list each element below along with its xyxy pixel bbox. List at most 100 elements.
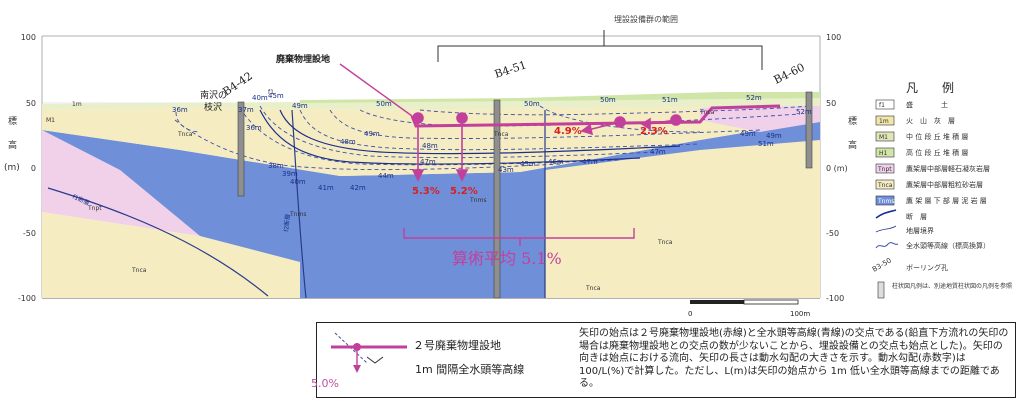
svg-text:47m: 47m — [582, 158, 598, 166]
note-legend-label-contour: 1m 間隔全水頭等高線 — [415, 363, 525, 376]
left-axis-ticks: 100 50 0 -50 -100 — [18, 33, 36, 303]
legend-swatch-h1 — [875, 147, 895, 158]
note-legend-graphic — [331, 332, 407, 373]
gradient-labels: 5.3% 5.2% 4.9% 2.3% — [412, 126, 668, 197]
facility-range-bracket — [437, 30, 763, 70]
layer-tnca-right — [545, 140, 820, 298]
gradient-label-4: 2.3% — [640, 126, 668, 137]
legend: 凡 例 f1 盛 土 1m 火 山 灰 層 M1 中 位 段 丘 堆 積 層 H… — [871, 81, 1012, 299]
right-axis-label: 標 高 — [848, 115, 857, 151]
svg-text:M1: M1 — [879, 134, 888, 141]
svg-text:標: 標 — [848, 115, 857, 127]
svg-text:50m: 50m — [524, 100, 540, 108]
site-leader-line — [339, 63, 413, 117]
scale-bar — [690, 299, 799, 305]
legend-swatch-tnca — [875, 179, 895, 190]
place-label-line1: 南沢の — [200, 89, 227, 101]
svg-text:Tnpt: Tnpt — [877, 166, 892, 173]
place-label-line2: 枝沢 — [204, 101, 222, 113]
right-axis-ticks: 100 50 0 (m) -50 -100 — [826, 33, 848, 303]
average-bracket — [403, 228, 635, 239]
svg-text:48m: 48m — [422, 142, 438, 150]
layer-fill-green — [300, 92, 820, 103]
right-tick-0: 0 (m) — [826, 164, 848, 173]
right-tick-100: 100 — [826, 33, 841, 42]
svg-text:地層境界: 地層境界 — [906, 226, 934, 235]
svg-text:Tnca: Tnca — [177, 131, 193, 138]
gradient-label-3: 4.9% — [554, 126, 582, 137]
svg-text:49m: 49m — [766, 132, 782, 140]
head-contours-solid — [259, 109, 681, 165]
svg-text:(m): (m) — [4, 163, 20, 173]
svg-text:f2断層: f2断層 — [282, 214, 292, 233]
svg-text:48m: 48m — [340, 138, 356, 146]
svg-text:51m: 51m — [662, 96, 678, 104]
legend-title: 凡 例 — [906, 81, 954, 95]
legend-swatch-tnms — [875, 195, 895, 206]
svg-text:47m: 47m — [650, 148, 666, 156]
svg-text:柱状図凡例は、別途地質柱状図の凡例を参照: 柱状図凡例は、別途地質柱状図の凡例を参照 — [892, 282, 1012, 290]
legend-swatch-1m — [875, 115, 895, 126]
svg-text:52m: 52m — [796, 108, 812, 116]
note-legend-label-site: ２号廃棄物埋設地 — [413, 339, 501, 352]
svg-text:鷹架層中部層粗粒砂岩層: 鷹架層中部層粗粒砂岩層 — [906, 180, 983, 189]
note-text: 矢印の始点は２号廃棄物埋設地(赤線)と全水頭等高線(青線)の交点である(鉛直下方… — [579, 328, 1009, 389]
legend-fault-symbol — [875, 209, 897, 219]
svg-text:38m: 38m — [268, 162, 284, 170]
left-tick-0: 0 — [31, 164, 36, 173]
svg-text:50m: 50m — [376, 100, 392, 108]
legend-swatch-f1 — [875, 99, 895, 110]
svg-text:37m: 37m — [238, 106, 254, 114]
svg-text:46m: 46m — [548, 158, 564, 166]
right-tick-neg50: -50 — [826, 229, 839, 238]
layer-tnpt-left — [42, 130, 200, 236]
legend-swatch-m1 — [875, 131, 895, 142]
left-tick-neg50: -50 — [23, 229, 36, 238]
svg-text:Tnca: Tnca — [131, 267, 147, 274]
borehole-b4-60 — [805, 91, 813, 169]
svg-text:1m: 1m — [72, 101, 82, 108]
svg-text:M1: M1 — [46, 117, 55, 124]
svg-text:断 層: 断 層 — [906, 212, 927, 221]
svg-text:ボーリング孔: ボーリング孔 — [906, 263, 948, 272]
svg-text:43m: 43m — [498, 166, 514, 174]
legend-borehole-icon: B3-50 — [871, 256, 893, 273]
svg-text:42m: 42m — [350, 184, 366, 192]
left-tick-neg100: -100 — [18, 294, 36, 303]
svg-text:51m: 51m — [758, 140, 774, 148]
svg-text:1m: 1m — [879, 118, 889, 125]
svg-text:Tnca: Tnca — [699, 109, 715, 116]
label-b4-51: B4-51 — [493, 58, 528, 80]
legend-boundary-symbol — [875, 225, 897, 233]
gradient-arrows — [411, 112, 682, 182]
svg-text:49m: 49m — [740, 130, 756, 138]
layer-tnpt-upper-right — [700, 104, 820, 132]
gradient-label-1: 5.3% — [412, 186, 440, 197]
svg-text:Tnca: Tnca — [585, 285, 601, 292]
borehole-b4-51 — [493, 99, 501, 299]
svg-text:36m: 36m — [246, 124, 262, 132]
svg-text:全水頭等高線（標高換算）: 全水頭等高線（標高換算） — [906, 241, 990, 250]
scale-bar-zero: 0 — [688, 310, 692, 318]
boreholes — [237, 91, 813, 299]
svg-text:45m: 45m — [520, 160, 536, 168]
explanation-box: ２号廃棄物埋設地 1m 間隔全水頭等高線 5.0% 矢印の始点は２号廃棄物埋設地… — [311, 322, 1016, 398]
average-label: 算術平均 5.1% — [452, 249, 562, 268]
right-tick-50: 50 — [826, 99, 836, 108]
svg-text:Tnms: Tnms — [289, 211, 306, 218]
svg-text:52m: 52m — [746, 94, 762, 102]
svg-text:Tnms: Tnms — [877, 198, 894, 205]
svg-text:高: 高 — [8, 139, 17, 151]
right-tick-neg100: -100 — [826, 294, 844, 303]
label-b4-60: B4-60 — [772, 61, 807, 87]
svg-text:44m: 44m — [378, 172, 394, 180]
left-tick-50: 50 — [26, 99, 36, 108]
site-label: 廃棄物埋設地 — [276, 53, 330, 65]
svg-text:49m: 49m — [292, 102, 308, 110]
svg-text:中 位 段 丘 堆 積 層: 中 位 段 丘 堆 積 層 — [906, 132, 968, 141]
legend-column-icon — [877, 281, 885, 299]
left-axis-label: 標 高 (m) — [4, 115, 20, 173]
svg-text:40m: 40m — [252, 94, 268, 102]
svg-text:f1: f1 — [879, 102, 885, 109]
